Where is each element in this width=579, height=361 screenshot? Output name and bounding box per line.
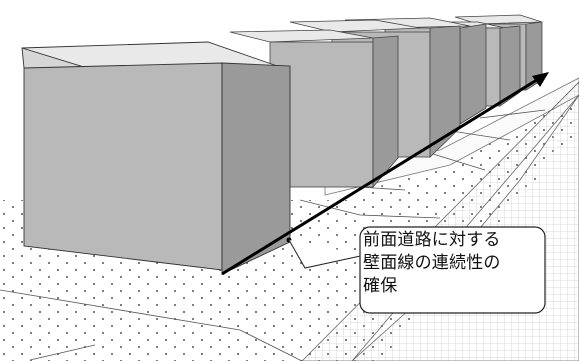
- building-2: [229, 29, 399, 189]
- callout-pointer: [288, 239, 366, 269]
- callout-line-2: 壁面線の連続性の: [363, 253, 501, 273]
- callout-text: 前面道路に対する 壁面線の連続性の 確保: [363, 229, 553, 298]
- callout-line-3: 確保: [363, 276, 398, 296]
- building-1: [21, 41, 291, 275]
- callout-line-1: 前面道路に対する: [363, 230, 501, 250]
- callout-box: [359, 226, 546, 314]
